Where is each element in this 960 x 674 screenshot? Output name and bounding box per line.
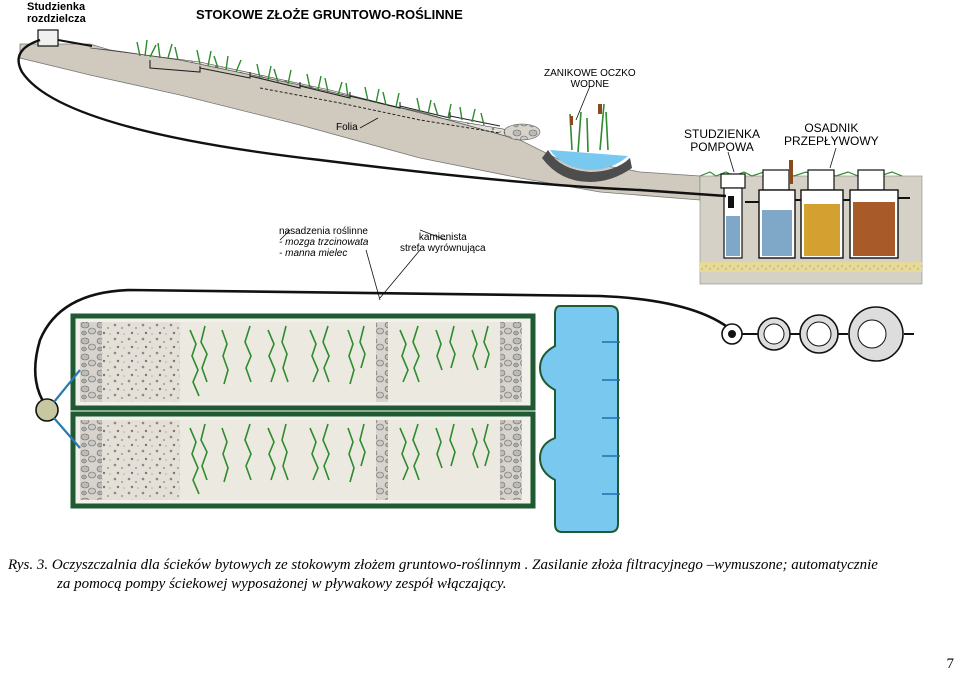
leader-lines — [279, 85, 837, 301]
stone-zone-label: kamienista strefa wyrównująca — [400, 232, 486, 254]
foil-label: Folia — [336, 122, 358, 133]
plantings-item-2: - manna mielec — [279, 248, 348, 259]
pond-label: ZANIKOWE OCZKO WODNE — [544, 68, 636, 90]
plantings-label: nasadzenia roślinne - mozga trzcinowata … — [279, 226, 368, 259]
distribution-well-label: Studzienka rozdzielcza — [27, 1, 86, 25]
pond — [542, 103, 632, 182]
page-number: 7 — [946, 656, 955, 672]
caption-line-2: za pomocą pompy ściekowej wyposażonej w … — [57, 576, 507, 592]
supply-pipe — [17, 29, 727, 198]
plan-view — [33, 288, 914, 533]
hillside-section — [19, 43, 701, 201]
pump-well-label: STUDZIENKA POMPOWA — [684, 127, 761, 154]
caption-line-1: Rys. 3. Oczyszczalnia dla ścieków bytowy… — [8, 557, 878, 573]
figure-caption: Rys. 3. Oczyszczalnia dla ścieków bytowy… — [8, 556, 958, 594]
pump-and-settler-section — [699, 160, 923, 285]
plantings-item-1: - mozga trzcinowata — [279, 237, 369, 248]
plantings-title: nasadzenia roślinne — [279, 226, 368, 237]
slope-plants — [136, 39, 485, 126]
bed-title: STOKOWE ZŁOŻE GRUNTOWO-ROŚLINNE — [196, 7, 463, 22]
settler-label: OSADNIK PRZEPŁYWOWY — [784, 121, 879, 148]
